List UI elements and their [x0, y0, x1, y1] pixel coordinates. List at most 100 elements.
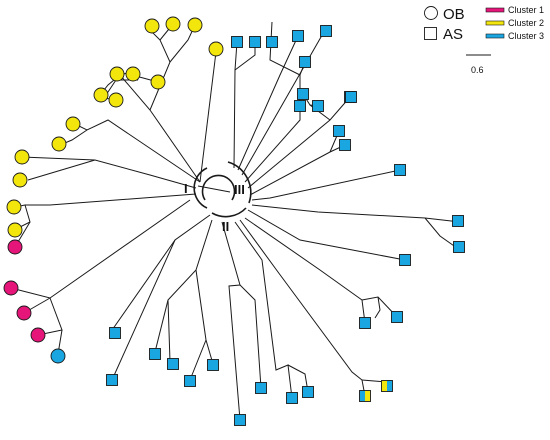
- branch: [237, 35, 299, 171]
- branch: [27, 159, 96, 181]
- tip-square-node: [294, 100, 306, 112]
- branch: [251, 169, 401, 201]
- tip-circle-node: [16, 305, 32, 321]
- tip-circle-node: [187, 17, 203, 33]
- legend-label-cluster-2: Cluster 2: [508, 18, 544, 28]
- clade-label-ii: II: [222, 219, 229, 234]
- branch: [14, 193, 197, 208]
- tip-square-node: [359, 317, 371, 329]
- legend-square-icon: [424, 27, 437, 40]
- tip-square-node: [184, 375, 196, 387]
- tip-circle-node: [108, 92, 124, 108]
- tip-circle-node: [65, 116, 81, 132]
- branch: [247, 209, 406, 261]
- legend-swatch-cluster-1: [485, 7, 505, 13]
- tip-circle-node: [7, 239, 23, 255]
- tip-square-node: [234, 414, 246, 426]
- tip-circle-node: [208, 41, 224, 57]
- tip-square-node: [399, 254, 411, 266]
- tip-circle-node: [7, 222, 23, 238]
- tip-circle-node: [150, 74, 166, 90]
- tip-circle-node: [51, 136, 67, 152]
- legend-swatch-cluster-2: [485, 20, 505, 26]
- tip-square-node: [312, 100, 324, 112]
- branch: [251, 204, 461, 223]
- legend-circle-icon: [424, 6, 438, 20]
- tip-square-node: [391, 311, 403, 323]
- tip-square-node: [320, 25, 332, 37]
- tip-square-node: [266, 36, 278, 48]
- branch: [119, 74, 201, 183]
- legend-label-cluster-1: Cluster 1: [508, 5, 544, 15]
- branch: [189, 269, 207, 381]
- branch: [234, 221, 293, 399]
- tip-square-node: [106, 374, 118, 386]
- branch: [374, 296, 381, 319]
- tip-square-node: [286, 392, 298, 404]
- clade-label-i: I: [184, 181, 188, 196]
- branch: [154, 219, 213, 353]
- tip-circle-node: [6, 199, 22, 215]
- branch: [151, 31, 161, 41]
- tip-circle-node: [3, 280, 19, 296]
- root-stem: [197, 185, 231, 193]
- tip-square-node: [452, 215, 464, 227]
- branch: [241, 29, 326, 176]
- branch: [10, 199, 191, 299]
- branch: [109, 239, 176, 334]
- branch: [249, 144, 346, 196]
- tip-square-node: [453, 241, 465, 253]
- tip-circle-node: [93, 87, 109, 103]
- tip-circle-node: [165, 16, 181, 32]
- tip-circle-node: [144, 18, 160, 34]
- branch: [111, 214, 211, 381]
- tip-square-node: [297, 88, 309, 100]
- legend-swatch-cluster-3: [485, 33, 505, 39]
- tip-square-node: [345, 91, 357, 103]
- branch: [244, 217, 366, 324]
- tip-square-split-node: [359, 390, 371, 402]
- branch: [199, 51, 217, 183]
- tip-square-node: [231, 36, 243, 48]
- tip-square-node: [207, 359, 219, 371]
- tip-circle-node: [109, 66, 125, 82]
- branch: [21, 156, 197, 189]
- branch: [74, 119, 201, 183]
- tip-square-node: [292, 30, 304, 42]
- branch: [221, 221, 241, 421]
- tip-square-node: [299, 56, 311, 68]
- branch: [269, 21, 301, 76]
- clade-ring-iii: [227, 161, 252, 204]
- legend-label-ob: OB: [443, 6, 465, 23]
- scale-bar-label: 0.6: [471, 65, 484, 75]
- tip-square-split-node: [381, 380, 393, 392]
- legend-label-as: AS: [443, 26, 463, 43]
- branch: [167, 299, 171, 363]
- branch: [233, 41, 238, 169]
- tip-circle-node: [30, 327, 46, 343]
- tree-tips: [3, 16, 465, 426]
- tip-square-node: [249, 36, 261, 48]
- tip-square-node: [109, 327, 121, 339]
- tip-square-node: [255, 382, 267, 394]
- tip-circle-node: [12, 172, 28, 188]
- clade-ring-ii: [211, 207, 247, 218]
- tip-circle-node: [50, 348, 66, 364]
- branch: [424, 217, 458, 249]
- branch: [149, 23, 174, 111]
- tree-branches: [10, 21, 461, 421]
- tip-square-node: [167, 358, 179, 370]
- tip-square-node: [333, 125, 345, 137]
- clade-label-iii: III: [234, 182, 245, 197]
- branch: [239, 284, 262, 389]
- tip-square-node: [302, 386, 314, 398]
- tip-square-node: [149, 348, 161, 360]
- tip-circle-node: [125, 66, 141, 82]
- tip-square-node: [339, 139, 351, 151]
- branch: [239, 219, 366, 397]
- inner-ring: [201, 174, 236, 201]
- tip-square-node: [394, 164, 406, 176]
- tip-circle-node: [14, 149, 30, 165]
- branch: [287, 364, 309, 393]
